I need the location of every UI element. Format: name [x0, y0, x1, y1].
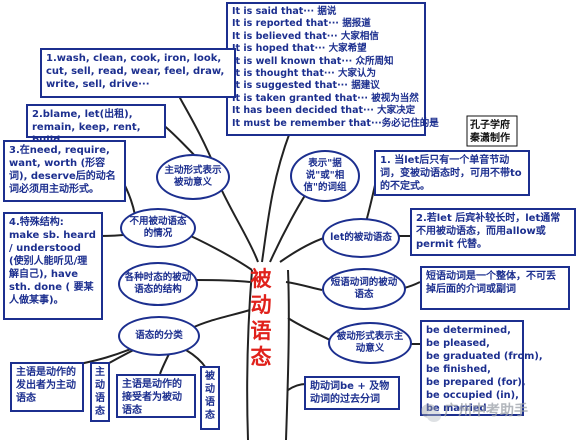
expression-ellipse: 表示"据说"或"相信"的词组 [290, 150, 360, 202]
blame-box: 2.blame, let(出租), remain, keep, rent, bu… [26, 104, 166, 146]
watermark-text: 广州中考助手 [444, 403, 528, 419]
branch-to-not-used [181, 231, 253, 271]
phrase-line: It is said that··· 据说 [232, 6, 337, 17]
be-list-item: be finished, [426, 364, 491, 375]
trunk-line [246, 269, 253, 441]
be-list-item: be married [426, 403, 487, 414]
trunk-line-right [285, 269, 290, 441]
be-list-item: be graduated (from), [426, 351, 543, 362]
special-structure-box: 4.特殊结构: make sb. heard / understood (使别人… [3, 212, 103, 320]
credit-line: 秦潇制作 [470, 133, 510, 144]
verbs-box: 1.wash, clean, cook, iron, look, cut, se… [40, 48, 236, 98]
phrase-line: It is well known that··· 众所周知 [232, 55, 394, 67]
phrase-list-box: It is said that··· 据说 It is reported tha… [226, 2, 439, 136]
branch-to-active-form [217, 181, 259, 263]
active-form-ellipse: 主动形式表示被动意义 [156, 154, 230, 200]
phrasal-ellipse: 短语动词的被动语态 [322, 268, 406, 310]
subject-passive-box: 主语是动作的接受者为被动语态 [116, 374, 196, 418]
formula-box: 助动词be + 及物动词的过去分词 [304, 376, 400, 410]
phrase-line: It must be remember that···务必记住的是 [232, 117, 439, 129]
credit-line: 孔子学府 [470, 120, 510, 131]
let-rule-1-box: 1. 当let后只有一个单音节动词，变被动语态时，可用不带to 的不定式。 [374, 150, 530, 196]
passive-active-ellipse: 被动形式表示主动意义 [328, 322, 412, 364]
phrasal-rule-box: 短语动词是一个整体，不可丢掉后面的介词或副词 [420, 266, 570, 310]
passive-voice-vertical-box: 被动语态 [200, 366, 220, 430]
credit-frame [466, 115, 518, 147]
be-list-item: be determined, [426, 325, 511, 336]
branch-to-classify [191, 309, 251, 329]
let-ellipse: let的被动语态 [322, 218, 400, 258]
diagram-title: 被动语态 [250, 267, 272, 369]
phrase-line: It is hoped that··· 大家希望 [232, 43, 367, 55]
be-list-item: be pleased, [426, 338, 490, 349]
subject-active-box: 主语是动作的发出者为主动语态 [10, 362, 84, 412]
phrase-line: It is reported that··· 据报道 [232, 18, 371, 30]
be-list-item: be prepared (for), [426, 377, 526, 388]
branch-to-passive-active [287, 317, 331, 341]
tenses-ellipse: 各种时态的被动语态的结构 [118, 262, 198, 306]
not-used-ellipse: 不用被动语态的情况 [120, 208, 196, 248]
phrase-line: It is suggested that··· 据建议 [232, 80, 380, 92]
be-list-box: be determined, be pleased, be graduated … [420, 320, 543, 416]
phrase-line: It is taken granted that··· 被视为当然 [232, 92, 419, 104]
let-rule-2-box: 2.若let 后宾补较长时，let通常不用被动语态，而用allow或permit… [410, 208, 576, 256]
active-voice-vertical-box: 主动语态 [90, 362, 110, 422]
branch-to-said [261, 131, 291, 263]
classify-ellipse: 语态的分类 [118, 316, 200, 356]
phrase-line: It has been decided that··· 大家决定 [232, 105, 416, 117]
credit-text: 孔子学府 秦潇制作 [470, 119, 514, 145]
need-box: 3.在need, require, want, worth (形容词), des… [3, 140, 126, 202]
branch-to-tenses [195, 279, 251, 283]
wechat-logo-icon [421, 404, 441, 422]
phrase-line: It is believed that··· 大家相信 [232, 30, 379, 42]
be-list-item: be occupied (in), [426, 390, 519, 401]
phrase-line: It is thought that··· 大家认为 [232, 68, 376, 80]
conn-phrasal [403, 281, 421, 289]
branch-to-phrasal [285, 281, 323, 291]
